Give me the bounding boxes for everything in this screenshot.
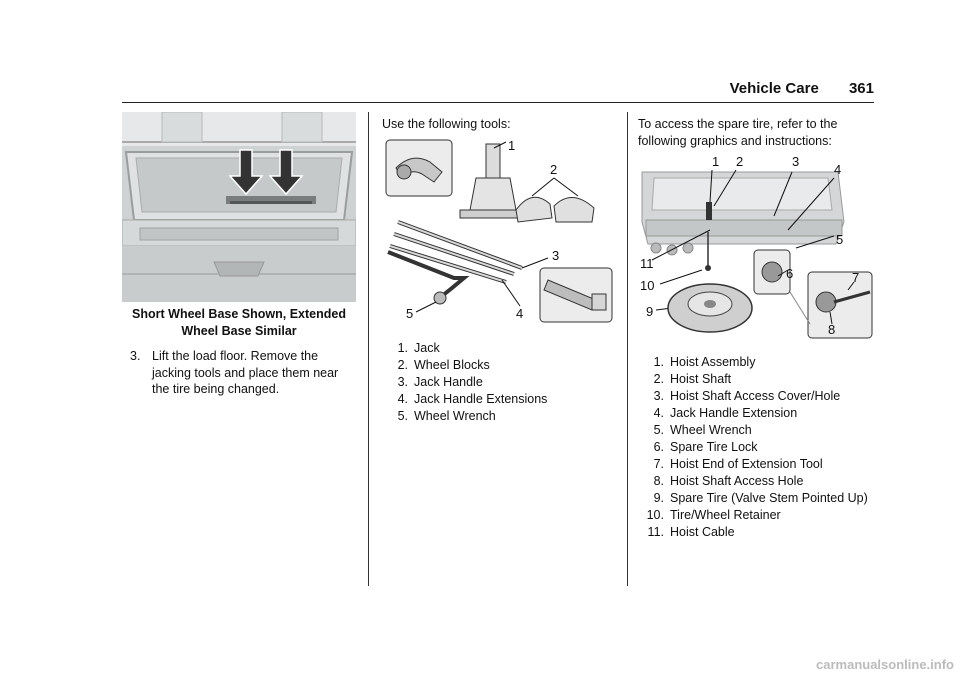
list-item: 9.Spare Tire (Valve Stem Pointed Up) (653, 491, 868, 505)
spare-tire-list: 1.Hoist Assembly 2.Hoist Shaft 3.Hoist S… (638, 354, 874, 541)
page-number: 361 (848, 80, 874, 97)
list-item: 5.Wheel Wrench (653, 423, 752, 437)
spare-callout-5: 5 (836, 232, 843, 247)
column-1-text: Short Wheel Base Shown, Extended Wheel B… (122, 306, 356, 398)
step-number: 3. (130, 349, 141, 363)
list-item: 7.Hoist End of Extension Tool (653, 457, 823, 471)
column-divider-1 (368, 112, 369, 586)
section-title: Vehicle Care (729, 80, 819, 97)
page-header: Vehicle Care 361 (0, 80, 874, 102)
list-item: 2.Hoist Shaft (653, 372, 732, 386)
list-item: 3.Hoist Shaft Access Cover/Hole (653, 389, 841, 403)
tools-callout-3: 3 (552, 248, 559, 263)
list-item: 6.Spare Tire Lock (653, 440, 758, 454)
list-item: 2.Wheel Blocks (397, 358, 490, 372)
column-2-text: Use the following tools: (382, 116, 618, 133)
list-item: 4.Jack Handle Extension (653, 406, 798, 420)
spare-callout-1: 1 (712, 154, 719, 169)
spare-callout-10: 10 (640, 278, 654, 293)
list-item: 10.Tire/Wheel Retainer (646, 508, 781, 522)
spare-callout-7: 7 (852, 270, 859, 285)
spare-callout-2: 2 (736, 154, 743, 169)
cargo-area-illustration (121, 111, 357, 302)
spare-callout-3: 3 (792, 154, 799, 169)
spare-tire-drawing: 1 2 3 4 5 6 7 8 9 10 11 (640, 154, 873, 339)
tools-callout-4: 4 (516, 306, 523, 321)
list-item: 3.Jack Handle (397, 375, 483, 389)
spare-callout-8: 8 (828, 322, 835, 337)
column-3-text: To access the spare tire, refer to the f… (638, 116, 874, 149)
spare-callout-9: 9 (646, 304, 653, 319)
header-rule (122, 102, 874, 103)
list-item: 8.Hoist Shaft Access Hole (653, 474, 804, 488)
jacking-tools-drawing: 1 2 3 4 5 (385, 138, 613, 323)
spare-callout-6: 6 (786, 266, 793, 281)
tools-intro: Use the following tools: (382, 117, 511, 131)
list-item: 11.Hoist Cable (647, 525, 735, 539)
spare-tire-access-illustration: 1 2 3 4 5 6 7 8 9 10 11 (638, 152, 874, 342)
list-item: 1.Hoist Assembly (653, 355, 756, 369)
spare-callout-4: 4 (834, 162, 841, 177)
spare-callout-11: 11 (640, 256, 654, 271)
list-item: 4.Jack Handle Extensions (397, 392, 548, 406)
cargo-area-drawing (121, 111, 357, 302)
jacking-tools-illustration: 1 2 3 4 5 (382, 138, 614, 324)
list-item: 1.Jack (397, 341, 440, 355)
list-item: 5.Wheel Wrench (397, 409, 496, 423)
tools-callout-1: 1 (508, 138, 515, 153)
tools-callout-5: 5 (406, 306, 413, 321)
watermark: carmanualsonline.info (816, 657, 954, 672)
step-3: 3. Lift the load floor. Remove the jacki… (122, 348, 356, 398)
tools-list-block: 1.Jack 2.Wheel Blocks 3.Jack Handle 4.Ja… (382, 340, 618, 425)
tools-list: 1.Jack 2.Wheel Blocks 3.Jack Handle 4.Ja… (382, 340, 618, 425)
spare-tire-list-block: 1.Hoist Assembly 2.Hoist Shaft 3.Hoist S… (638, 354, 874, 541)
tools-callout-2: 2 (550, 162, 557, 177)
column-divider-2 (627, 112, 628, 586)
step-text: Lift the load floor. Remove the jacking … (152, 349, 339, 396)
spare-tire-intro: To access the spare tire, refer to the f… (638, 117, 838, 148)
figure-caption: Short Wheel Base Shown, Extended Wheel B… (132, 307, 346, 338)
